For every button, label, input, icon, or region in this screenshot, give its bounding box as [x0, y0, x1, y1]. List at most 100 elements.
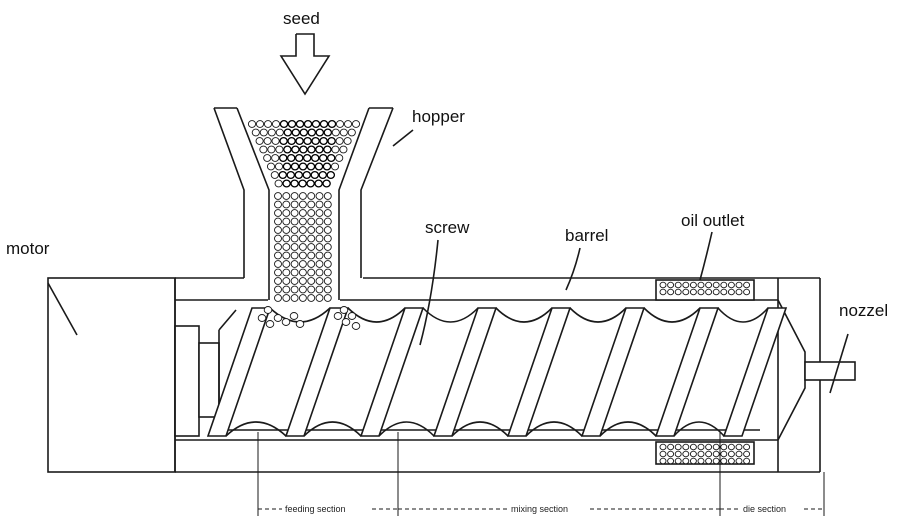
seed-bead	[323, 294, 332, 302]
label-motor: motor	[6, 239, 50, 258]
screw-flight	[432, 307, 498, 437]
section-markers	[257, 432, 825, 516]
screw-flight	[654, 307, 720, 437]
seed-bead	[341, 318, 351, 326]
seed-bead	[282, 192, 291, 200]
seed-bead	[282, 200, 291, 209]
screw-flight	[359, 307, 425, 437]
oil-bead	[689, 281, 697, 289]
seed-bead	[343, 137, 352, 145]
seed-bead	[323, 226, 332, 234]
label-seed: seed	[283, 9, 320, 28]
seed-bead	[274, 243, 282, 251]
oil-bead	[682, 281, 690, 289]
seed-bead	[335, 154, 344, 162]
hopper-leader	[392, 129, 414, 147]
seed-bead	[263, 137, 272, 145]
seed-bead	[315, 200, 324, 209]
oil-bead	[735, 443, 743, 451]
seed-bead	[265, 320, 275, 328]
seed-bead	[298, 251, 307, 260]
oil-bead	[743, 288, 751, 296]
seed-bead	[315, 277, 324, 285]
screw-trough-bottom	[378, 421, 435, 437]
seed-bead	[314, 162, 324, 171]
seed-bead	[299, 128, 309, 137]
oil-beads-bottom	[659, 443, 751, 465]
seed-bead	[267, 145, 276, 154]
seed-bead	[323, 251, 332, 260]
seed-bead	[274, 200, 282, 209]
seed-bead	[274, 294, 282, 302]
oil-bead	[674, 457, 682, 465]
seed-bead	[298, 260, 307, 268]
seed-bead	[282, 285, 291, 294]
seed-bead	[333, 312, 343, 320]
seed-bead	[259, 128, 268, 137]
seed-bead	[266, 162, 276, 171]
seed-bead	[273, 314, 283, 322]
seed-bead	[319, 119, 329, 129]
seed-bead	[298, 285, 307, 294]
coupling	[174, 325, 200, 437]
seed-bead	[298, 209, 307, 217]
seed-bead	[295, 119, 305, 129]
seed-bead	[289, 312, 299, 320]
oil-bead	[682, 457, 690, 465]
oil-bead	[720, 288, 728, 296]
oil-bead	[705, 443, 713, 451]
seed-bead	[323, 243, 332, 251]
seed-bead	[323, 260, 332, 268]
oil-bead	[705, 450, 713, 458]
screw-trough-bottom	[451, 421, 509, 437]
oil-bead	[712, 457, 720, 465]
seed-bead	[307, 294, 316, 302]
seed-bead	[307, 200, 316, 209]
oil-bead	[682, 443, 690, 451]
seed-bead	[315, 217, 324, 226]
seed-bead	[251, 128, 260, 137]
seed-bead	[323, 192, 332, 200]
oil-bead	[689, 288, 697, 296]
oil-bead	[705, 281, 713, 289]
seed-bead	[326, 170, 336, 180]
oil-bead	[735, 288, 743, 296]
seed-bead	[282, 217, 291, 226]
seed-bead	[351, 120, 361, 128]
seed-bead	[323, 145, 332, 154]
seed-bead	[314, 179, 323, 188]
seed-bead	[282, 294, 291, 302]
seed-bead	[287, 136, 296, 146]
seed-bead	[323, 128, 333, 137]
label-barrel: barrel	[565, 226, 608, 245]
seed-bead	[307, 260, 316, 268]
oil-bead	[720, 281, 728, 289]
seed-bead	[323, 234, 332, 243]
seed-bead	[290, 162, 300, 171]
seed-bead	[335, 120, 345, 128]
seed-bead	[315, 145, 324, 154]
label-screw: screw	[425, 218, 470, 237]
oil-bead	[712, 288, 720, 296]
seed-bead	[281, 318, 291, 326]
oil-bead	[743, 457, 751, 465]
seed-bead	[275, 145, 284, 154]
oil-bead	[697, 281, 705, 289]
seed-bead	[271, 137, 280, 145]
seed-bead	[282, 277, 291, 285]
seed-bead	[327, 119, 337, 129]
seed-bead	[318, 170, 328, 180]
seed-bead	[274, 234, 282, 243]
seed-bead	[290, 200, 299, 209]
seed-bead	[290, 209, 299, 217]
screw-trough-top	[569, 307, 627, 323]
oil-bead	[674, 443, 682, 451]
label-feeding-section: feeding section	[285, 504, 346, 514]
oil-bead	[689, 457, 697, 465]
oil-bead	[689, 450, 697, 458]
seed-bead	[263, 120, 273, 128]
seed-bead	[351, 322, 361, 330]
seed-bead	[298, 179, 307, 188]
seed-bead	[290, 277, 299, 285]
